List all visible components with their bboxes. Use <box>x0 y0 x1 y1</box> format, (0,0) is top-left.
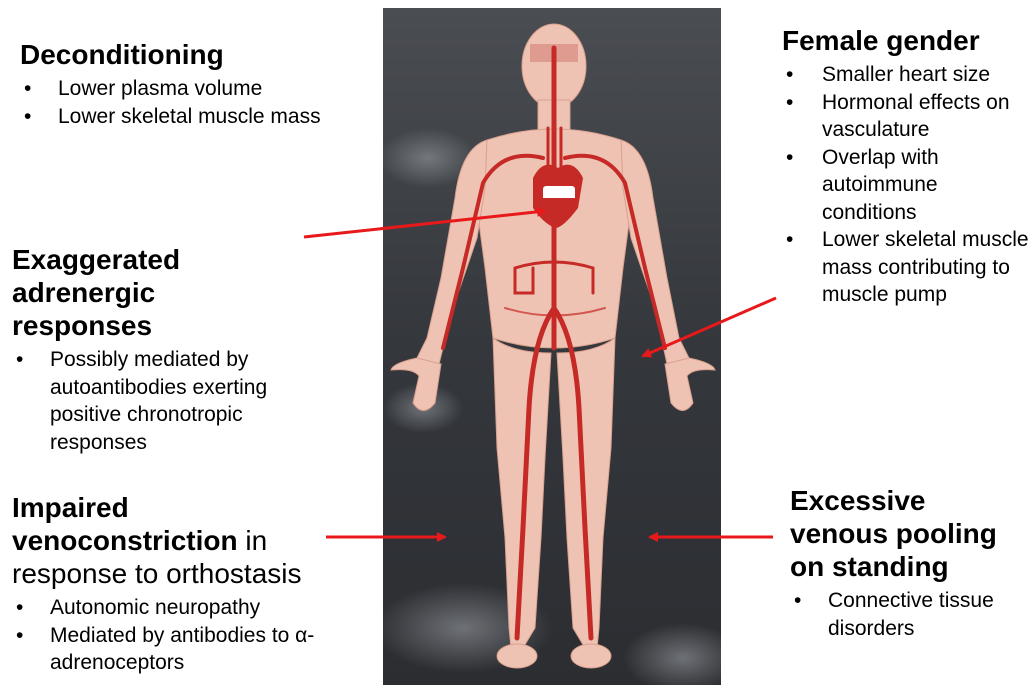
venous-title: Excessive venous pooling on standing <box>790 484 1035 583</box>
list-item: •Mediated by antibodies to α-adrenocepto… <box>12 622 372 677</box>
adrenergic-block: Exaggerated adrenergic responses •Possib… <box>12 243 342 456</box>
list-item: •Overlap with autoimmune conditions <box>782 144 1032 227</box>
list-item: •Lower skeletal muscle mass <box>20 103 321 131</box>
list-item: •Lower skeletal muscle mass contributing… <box>782 226 1032 309</box>
impaired-list: •Autonomic neuropathy •Mediated by antib… <box>12 594 372 677</box>
adrenergic-list: •Possibly mediated by autoantibodies exe… <box>12 346 342 456</box>
impaired-venoconstriction-block: Impaired venoconstriction in response to… <box>12 491 372 677</box>
list-item: •Possibly mediated by autoantibodies exe… <box>12 346 342 456</box>
female-gender-title: Female gender <box>782 24 1032 57</box>
female-gender-list: •Smaller heart size •Hormonal effects on… <box>782 61 1032 309</box>
impaired-title: Impaired venoconstriction in response to… <box>12 491 372 590</box>
venous-list: •Connective tissue disorders <box>790 587 1035 642</box>
left-foot <box>497 644 537 668</box>
list-item: •Smaller heart size <box>782 61 1032 89</box>
list-item: •Connective tissue disorders <box>790 587 1035 642</box>
list-item: •Autonomic neuropathy <box>12 594 372 622</box>
list-item: •Hormonal effects on vasculature <box>782 89 1032 144</box>
list-item: •Lower plasma volume <box>20 75 321 103</box>
deconditioning-title: Deconditioning <box>20 38 321 71</box>
venous-pooling-block: Excessive venous pooling on standing •Co… <box>790 484 1035 642</box>
deconditioning-list: •Lower plasma volume •Lower skeletal mus… <box>20 75 321 130</box>
right-foot <box>571 644 611 668</box>
adrenergic-title: Exaggerated adrenergic responses <box>12 243 342 342</box>
female-gender-block: Female gender •Smaller heart size •Hormo… <box>782 24 1032 309</box>
human-circulatory-figure <box>383 8 721 685</box>
deconditioning-block: Deconditioning •Lower plasma volume •Low… <box>20 38 321 130</box>
